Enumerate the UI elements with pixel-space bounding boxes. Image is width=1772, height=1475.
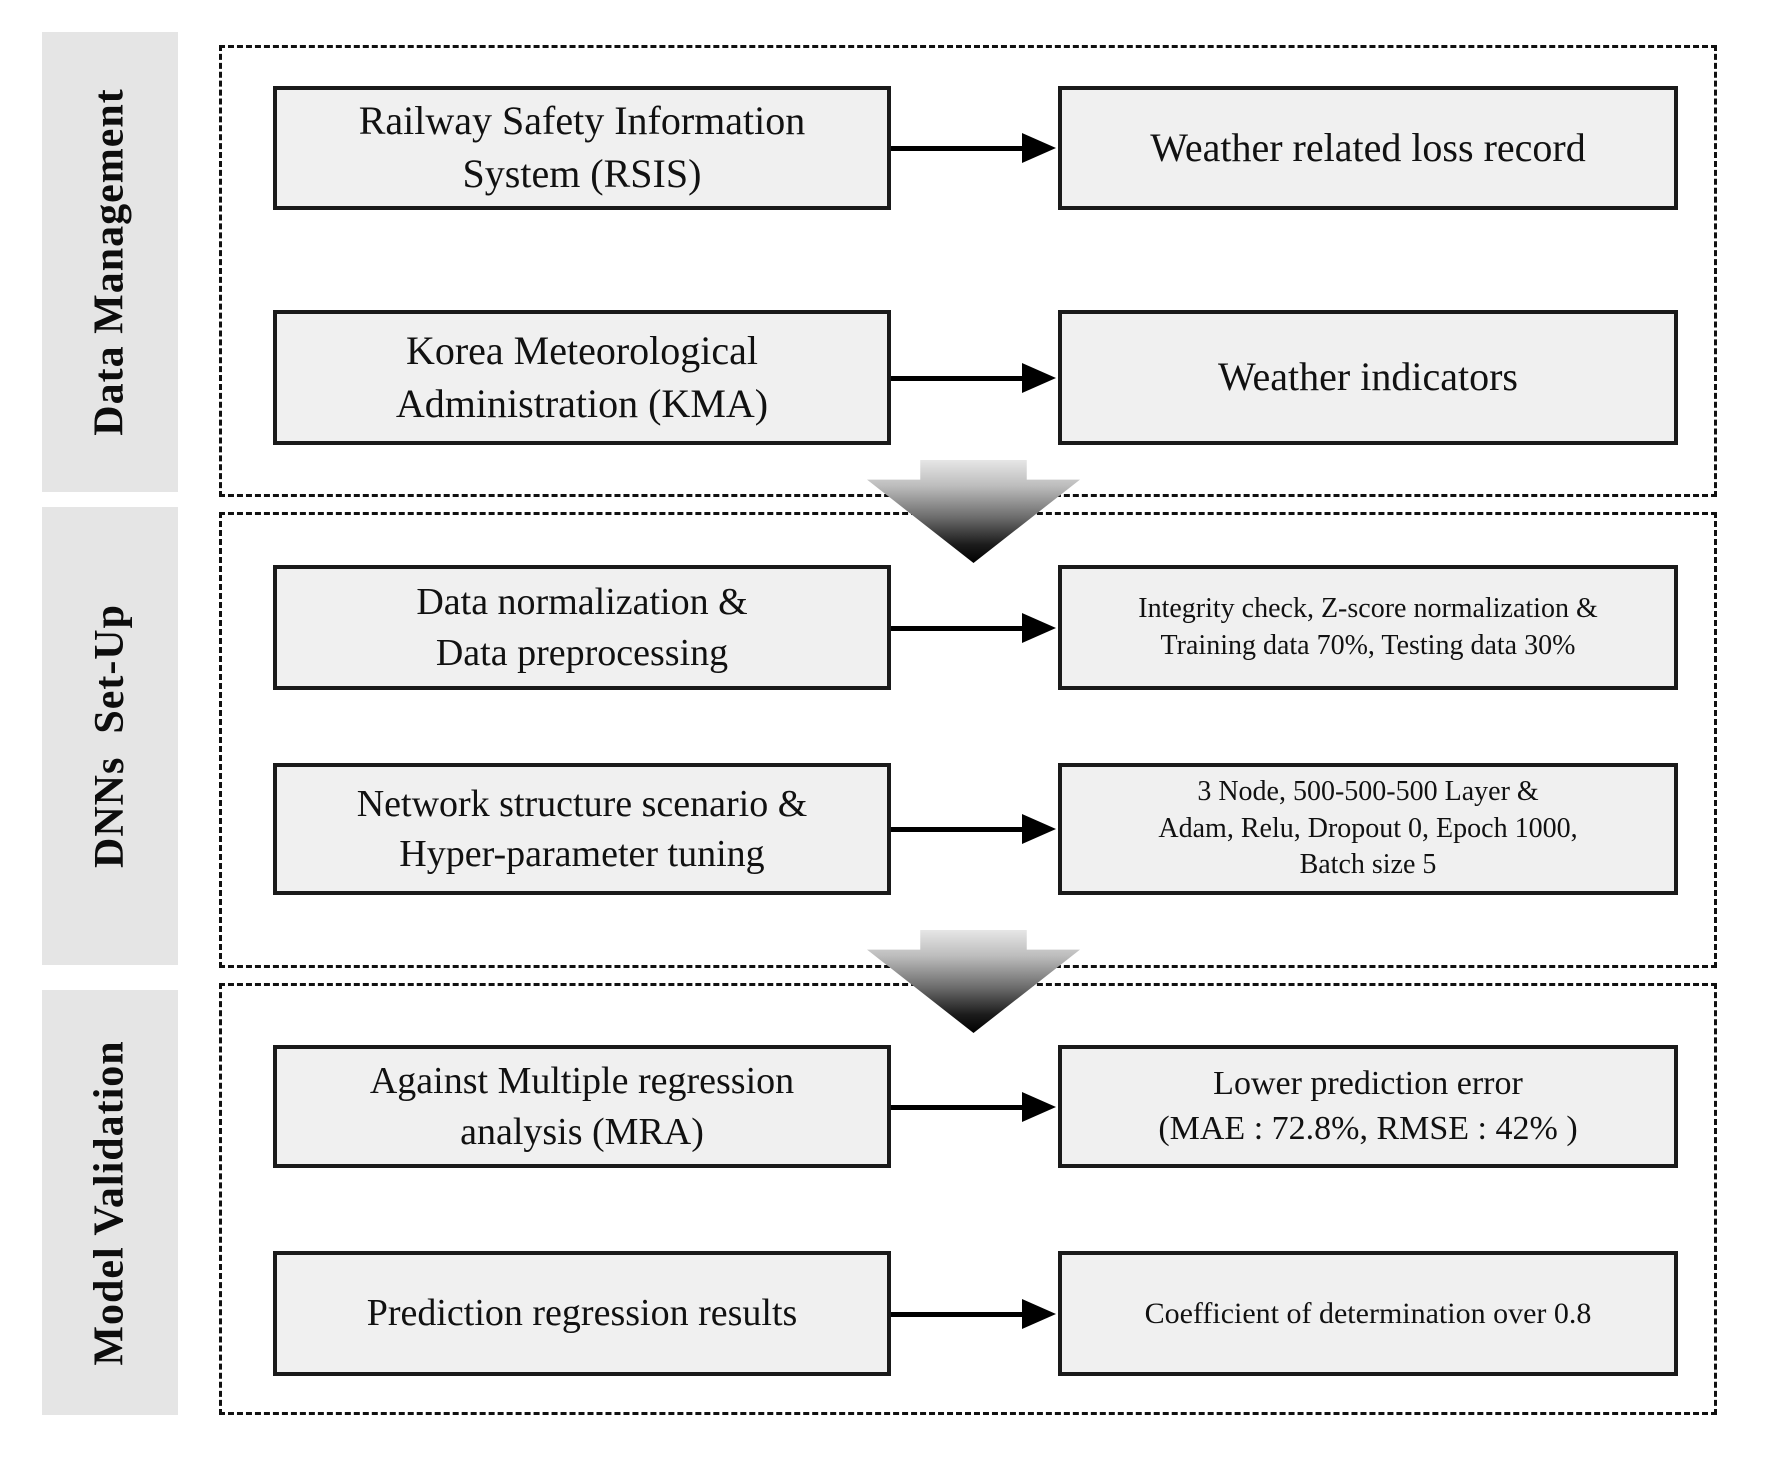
arrow-right-icon (891, 362, 1056, 393)
flow-row: Railway Safety Information System (RSIS)… (222, 86, 1714, 210)
box-network-structure: Network structure scenario & Hyper-param… (273, 763, 891, 895)
box-weather-indicators-text: Weather indicators (1218, 354, 1518, 400)
arrow-right-icon (891, 1091, 1056, 1122)
flow-row: Data normalization & Data preprocessing … (222, 565, 1714, 690)
arrow-right-icon (891, 814, 1056, 844)
box-hyperparameters-text: 3 Node, 500-500-500 Layer & Adam, Relu, … (1158, 775, 1578, 881)
arrow-right-icon (891, 612, 1056, 643)
phase-bar-model-validation: Model Validation (42, 990, 178, 1415)
flow-row: Against Multiple regression analysis (MR… (222, 1045, 1714, 1168)
box-weather-loss-record-text: Weather related loss record (1150, 124, 1586, 170)
phase-bar-data-management: Data Management (42, 32, 178, 492)
phase-bar-dnns-setup: DNNs Set-Up (42, 507, 178, 965)
box-data-normalization: Data normalization & Data preprocessing (273, 565, 891, 690)
box-rsis-text: Railway Safety Information System (RSIS) (358, 98, 806, 196)
box-coefficient-determination-text: Coefficient of determination over 0.8 (1144, 1296, 1592, 1330)
box-mra: Against Multiple regression analysis (MR… (273, 1045, 891, 1168)
box-weather-indicators: Weather indicators (1058, 310, 1678, 445)
arrow-right-icon (891, 133, 1056, 163)
arrow-right-icon (891, 1298, 1056, 1329)
box-lower-prediction-error-text: Lower prediction error (MAE : 72.8%, RMS… (1158, 1064, 1578, 1147)
box-lower-prediction-error: Lower prediction error (MAE : 72.8%, RMS… (1058, 1045, 1678, 1168)
flow-row: Prediction regression results Coefficien… (222, 1251, 1714, 1376)
box-mra-text: Against Multiple regression analysis (MR… (369, 1060, 795, 1153)
section-data-management: Railway Safety Information System (RSIS)… (219, 45, 1717, 497)
box-prediction-results-text: Prediction regression results (366, 1292, 798, 1335)
box-weather-loss-record: Weather related loss record (1058, 86, 1678, 210)
phase-label-dnns-setup: DNNs Set-Up (87, 604, 133, 868)
box-kma: Korea Meteorological Administration (KMA… (273, 310, 891, 445)
box-prediction-results: Prediction regression results (273, 1251, 891, 1376)
flow-row: Network structure scenario & Hyper-param… (222, 763, 1714, 895)
phase-label-model-validation: Model Validation (87, 1039, 133, 1366)
section-dnns-setup: Data normalization & Data preprocessing … (219, 512, 1717, 968)
phase-label-data-management: Data Management (87, 88, 133, 436)
section-model-validation: Against Multiple regression analysis (MR… (219, 983, 1717, 1415)
box-coefficient-determination: Coefficient of determination over 0.8 (1058, 1251, 1678, 1376)
box-data-normalization-text: Data normalization & Data preprocessing (416, 581, 748, 674)
flow-row: Korea Meteorological Administration (KMA… (222, 310, 1714, 445)
box-integrity-check-text: Integrity check, Z-score normalization &… (1138, 592, 1598, 661)
box-integrity-check: Integrity check, Z-score normalization &… (1058, 565, 1678, 690)
box-network-structure-text: Network structure scenario & Hyper-param… (356, 782, 808, 875)
box-rsis: Railway Safety Information System (RSIS) (273, 86, 891, 210)
box-kma-text: Korea Meteorological Administration (KMA… (395, 327, 769, 426)
box-hyperparameters: 3 Node, 500-500-500 Layer & Adam, Relu, … (1058, 763, 1678, 895)
